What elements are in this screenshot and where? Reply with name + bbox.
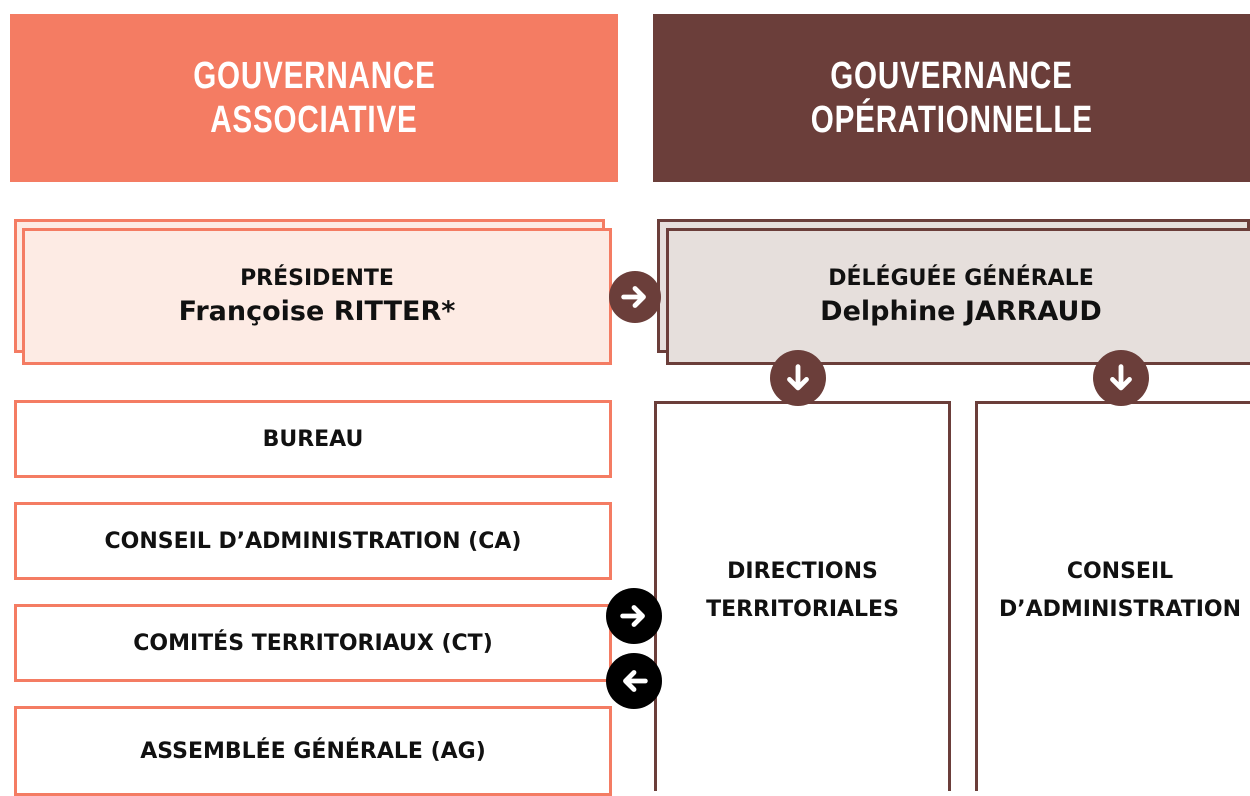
delegate-name: Delphine JARRAUD (820, 295, 1102, 327)
header-line-2: opérationnelle (810, 99, 1093, 141)
conseil-line-2: D’ADMINISTRATION (999, 596, 1241, 622)
arrow-right-icon (609, 271, 661, 323)
delegate-role: DÉLÉGUÉE GÉNÉRALE (828, 265, 1094, 291)
box-comites-territoriaux: COMITÉS TERRITORIAUX (CT) (14, 604, 612, 682)
delegate-card: DÉLÉGUÉE GÉNÉRALE Delphine JARRAUD (666, 228, 1250, 365)
box-bureau: BUREAU (14, 400, 612, 478)
directions-line-2: TERRITORIALES (706, 596, 899, 622)
header-line-1: Gouvernance (192, 55, 436, 97)
header-line-1: Gouvernance (830, 55, 1073, 97)
arrow-right-icon (606, 588, 662, 644)
arrow-down-icon (770, 350, 826, 406)
directions-line-1: DIRECTIONS (727, 558, 878, 584)
president-role: PRÉSIDENTE (240, 265, 394, 291)
president-name: Françoise RITTER* (178, 295, 456, 327)
box-directions-territoriales: DIRECTIONS TERRITORIALES (654, 401, 951, 791)
conseil-line-1: CONSEIL (1066, 558, 1174, 584)
box-assemblee-generale: ASSEMBLÉE GÉNÉRALE (AG) (14, 706, 612, 796)
president-card: PRÉSIDENTE Françoise RITTER* (22, 228, 612, 365)
header-line-2: associative (210, 99, 418, 141)
box-conseil-administration: CONSEIL D’ADMINISTRATION (CA) (14, 502, 612, 580)
arrow-left-icon (606, 653, 662, 709)
header-gouvernance-operationnelle: Gouvernance opérationnelle (653, 14, 1250, 182)
arrow-down-icon (1093, 350, 1149, 406)
box-conseil-administration-operationnel: CONSEIL D’ADMINISTRATION (975, 401, 1250, 791)
header-gouvernance-associative: Gouvernance associative (10, 14, 618, 182)
